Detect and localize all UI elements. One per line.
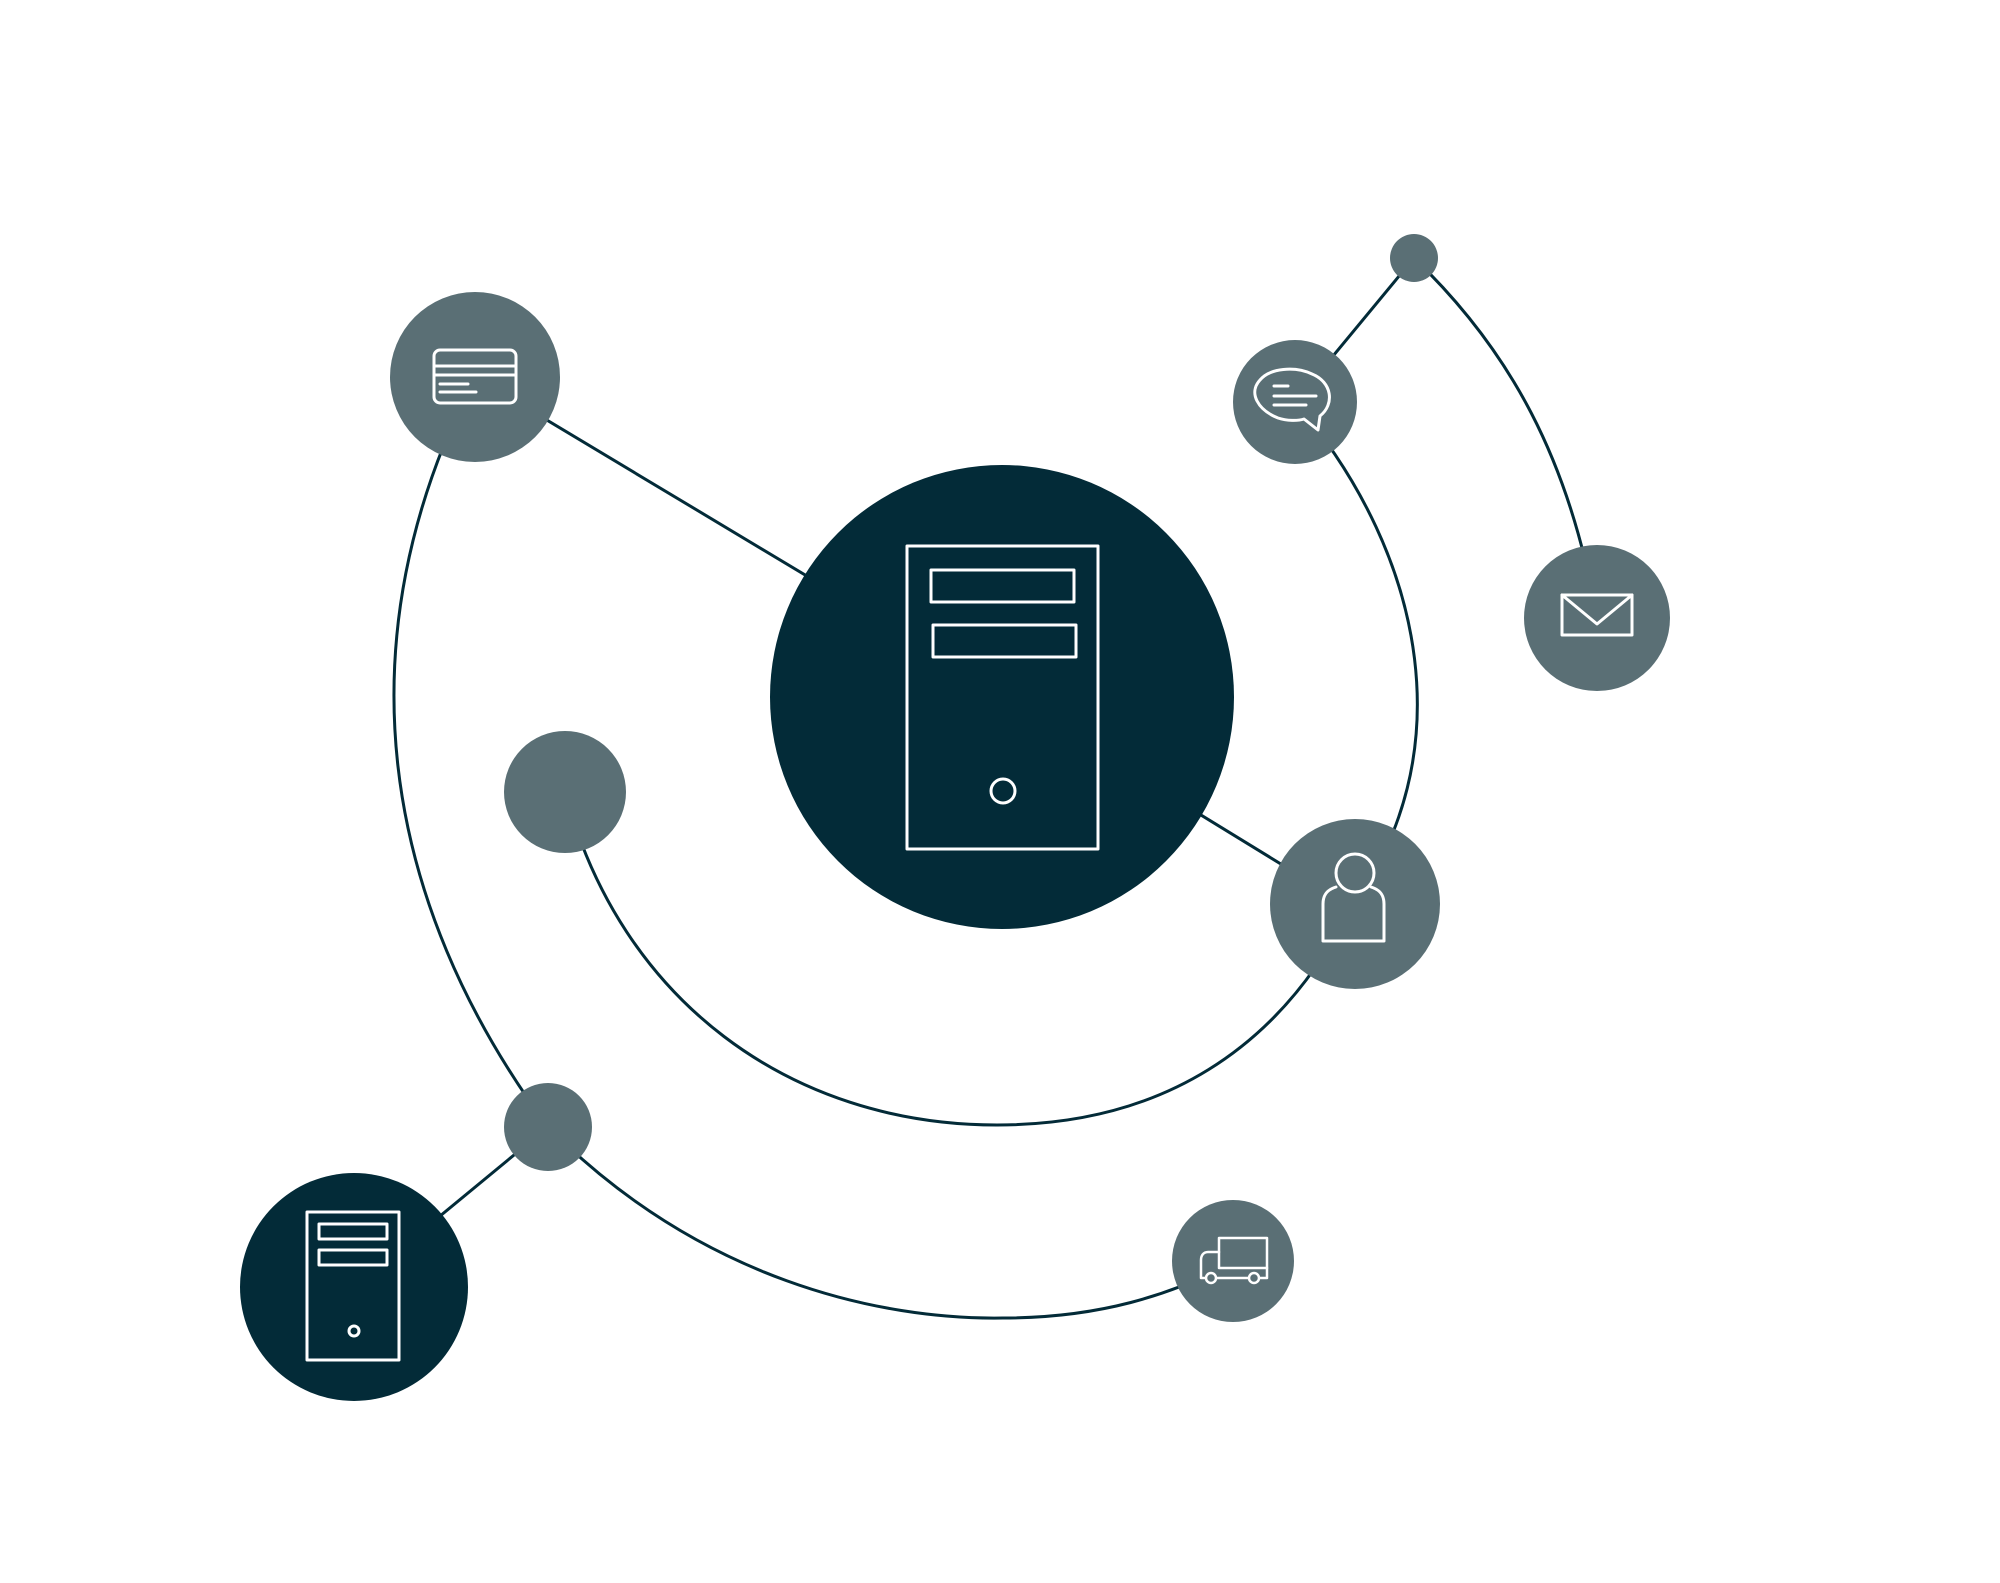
delivery-truck-icon — [1199, 1236, 1269, 1285]
junction-node-left — [504, 731, 626, 853]
secondary-server-node — [240, 1173, 468, 1401]
mail-node — [1524, 545, 1670, 691]
delivery-node — [1172, 1200, 1294, 1322]
server-tower-icon — [905, 544, 1100, 851]
user-icon — [1321, 852, 1386, 943]
junction-node-top — [1390, 234, 1438, 282]
user-node — [1270, 819, 1440, 989]
arc-junction-to-user — [563, 791, 1353, 1127]
server-tower-icon — [305, 1210, 401, 1362]
arc-outer-left — [392, 376, 550, 1128]
envelope-icon — [1560, 593, 1634, 637]
junction-node-bottom — [504, 1083, 592, 1171]
payment-node — [390, 292, 560, 462]
arc-junction-to-delivery — [546, 1125, 1234, 1320]
chat-node — [1233, 340, 1357, 464]
chat-bubble-icon — [1253, 367, 1331, 432]
credit-card-icon — [432, 348, 518, 405]
central-server-node — [770, 465, 1234, 929]
